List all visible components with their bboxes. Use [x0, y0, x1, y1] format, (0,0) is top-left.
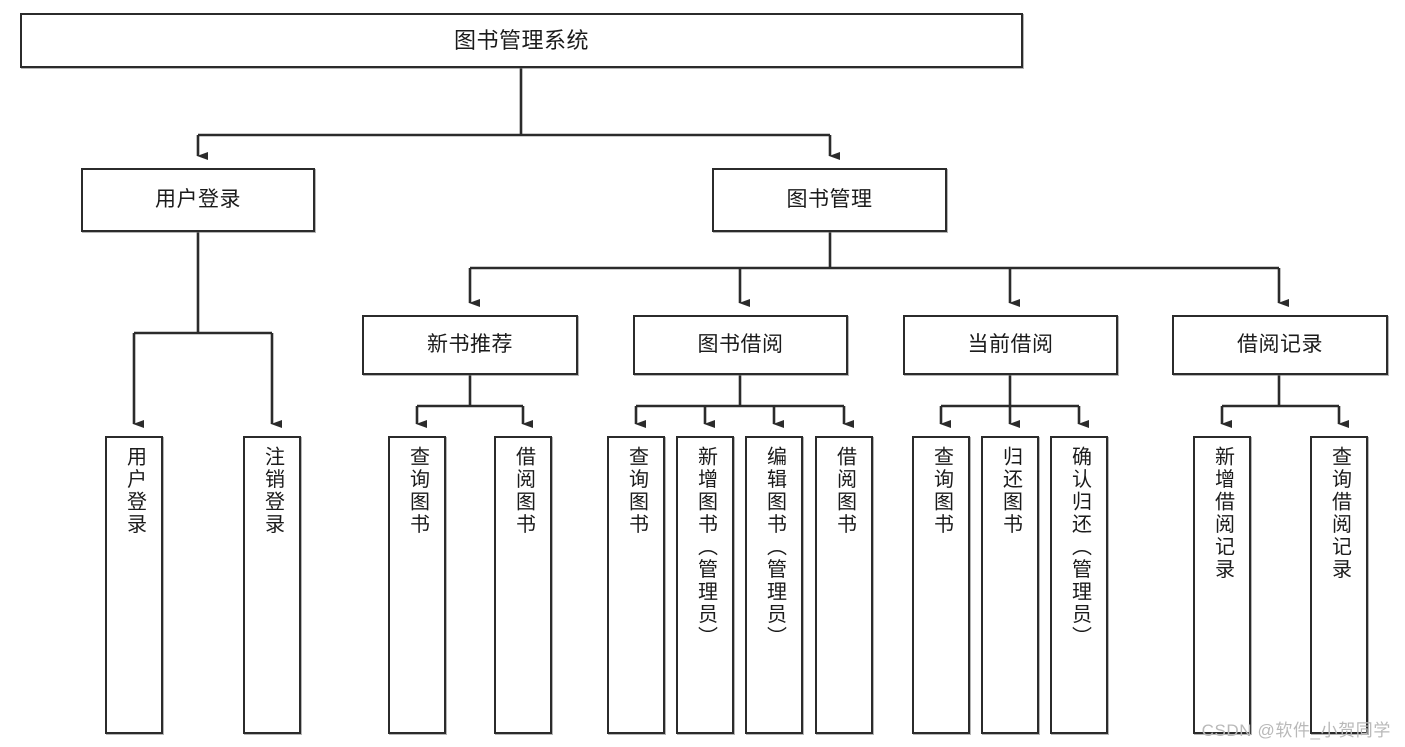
leaf-add-borrow-record[interactable]: 新增借阅记录	[1193, 436, 1251, 734]
node-label: 查询借阅记录	[1328, 446, 1351, 581]
node-label: 用户登录	[123, 446, 146, 536]
node-label: 借阅图书	[512, 446, 535, 536]
node-label: 确认归还（管理员）	[1068, 446, 1091, 649]
node-current-borrow[interactable]: 当前借阅	[903, 315, 1118, 375]
node-borrow-record[interactable]: 借阅记录	[1172, 315, 1388, 375]
node-label: 图书借阅	[697, 332, 784, 356]
leaf-return-book[interactable]: 归还图书	[981, 436, 1039, 734]
node-book-management-module[interactable]: 图书管理	[712, 168, 947, 232]
node-label: 查询图书	[406, 446, 429, 536]
node-label: 查询图书	[930, 446, 953, 536]
node-label: 编辑图书（管理员）	[763, 446, 786, 649]
leaf-borrow-book-recommend[interactable]: 借阅图书	[494, 436, 552, 734]
node-label: 查询图书	[625, 446, 648, 536]
node-label: 图书管理系统	[453, 27, 589, 53]
leaf-user-login[interactable]: 用户登录	[105, 436, 163, 734]
node-user-login-module[interactable]: 用户登录	[81, 168, 315, 232]
watermark-text: CSDN @软件_小贺同学	[1201, 721, 1391, 740]
node-label: 新增借阅记录	[1211, 446, 1234, 581]
node-label: 注销登录	[261, 446, 284, 536]
node-label: 借阅图书	[833, 446, 856, 536]
node-label: 归还图书	[999, 446, 1022, 536]
node-label: 用户登录	[155, 187, 241, 211]
leaf-logout[interactable]: 注销登录	[243, 436, 301, 734]
node-root-system[interactable]: 图书管理系统	[20, 13, 1023, 68]
leaf-query-book-recommend[interactable]: 查询图书	[388, 436, 446, 734]
node-label: 新书推荐	[427, 332, 513, 356]
node-new-book-recommend[interactable]: 新书推荐	[362, 315, 578, 375]
node-label: 借阅记录	[1237, 332, 1323, 356]
leaf-confirm-return-admin[interactable]: 确认归还（管理员）	[1050, 436, 1108, 734]
leaf-edit-book-admin[interactable]: 编辑图书（管理员）	[745, 436, 803, 734]
leaf-add-book-admin[interactable]: 新增图书（管理员）	[676, 436, 734, 734]
node-label: 当前借阅	[967, 332, 1054, 356]
leaf-query-borrow-record[interactable]: 查询借阅记录	[1310, 436, 1368, 734]
node-label: 新增图书（管理员）	[694, 446, 717, 649]
node-book-borrow[interactable]: 图书借阅	[633, 315, 848, 375]
leaf-query-book-borrow[interactable]: 查询图书	[607, 436, 665, 734]
node-label: 图书管理	[786, 187, 873, 211]
leaf-borrow-book[interactable]: 借阅图书	[815, 436, 873, 734]
leaf-query-book-current[interactable]: 查询图书	[912, 436, 970, 734]
